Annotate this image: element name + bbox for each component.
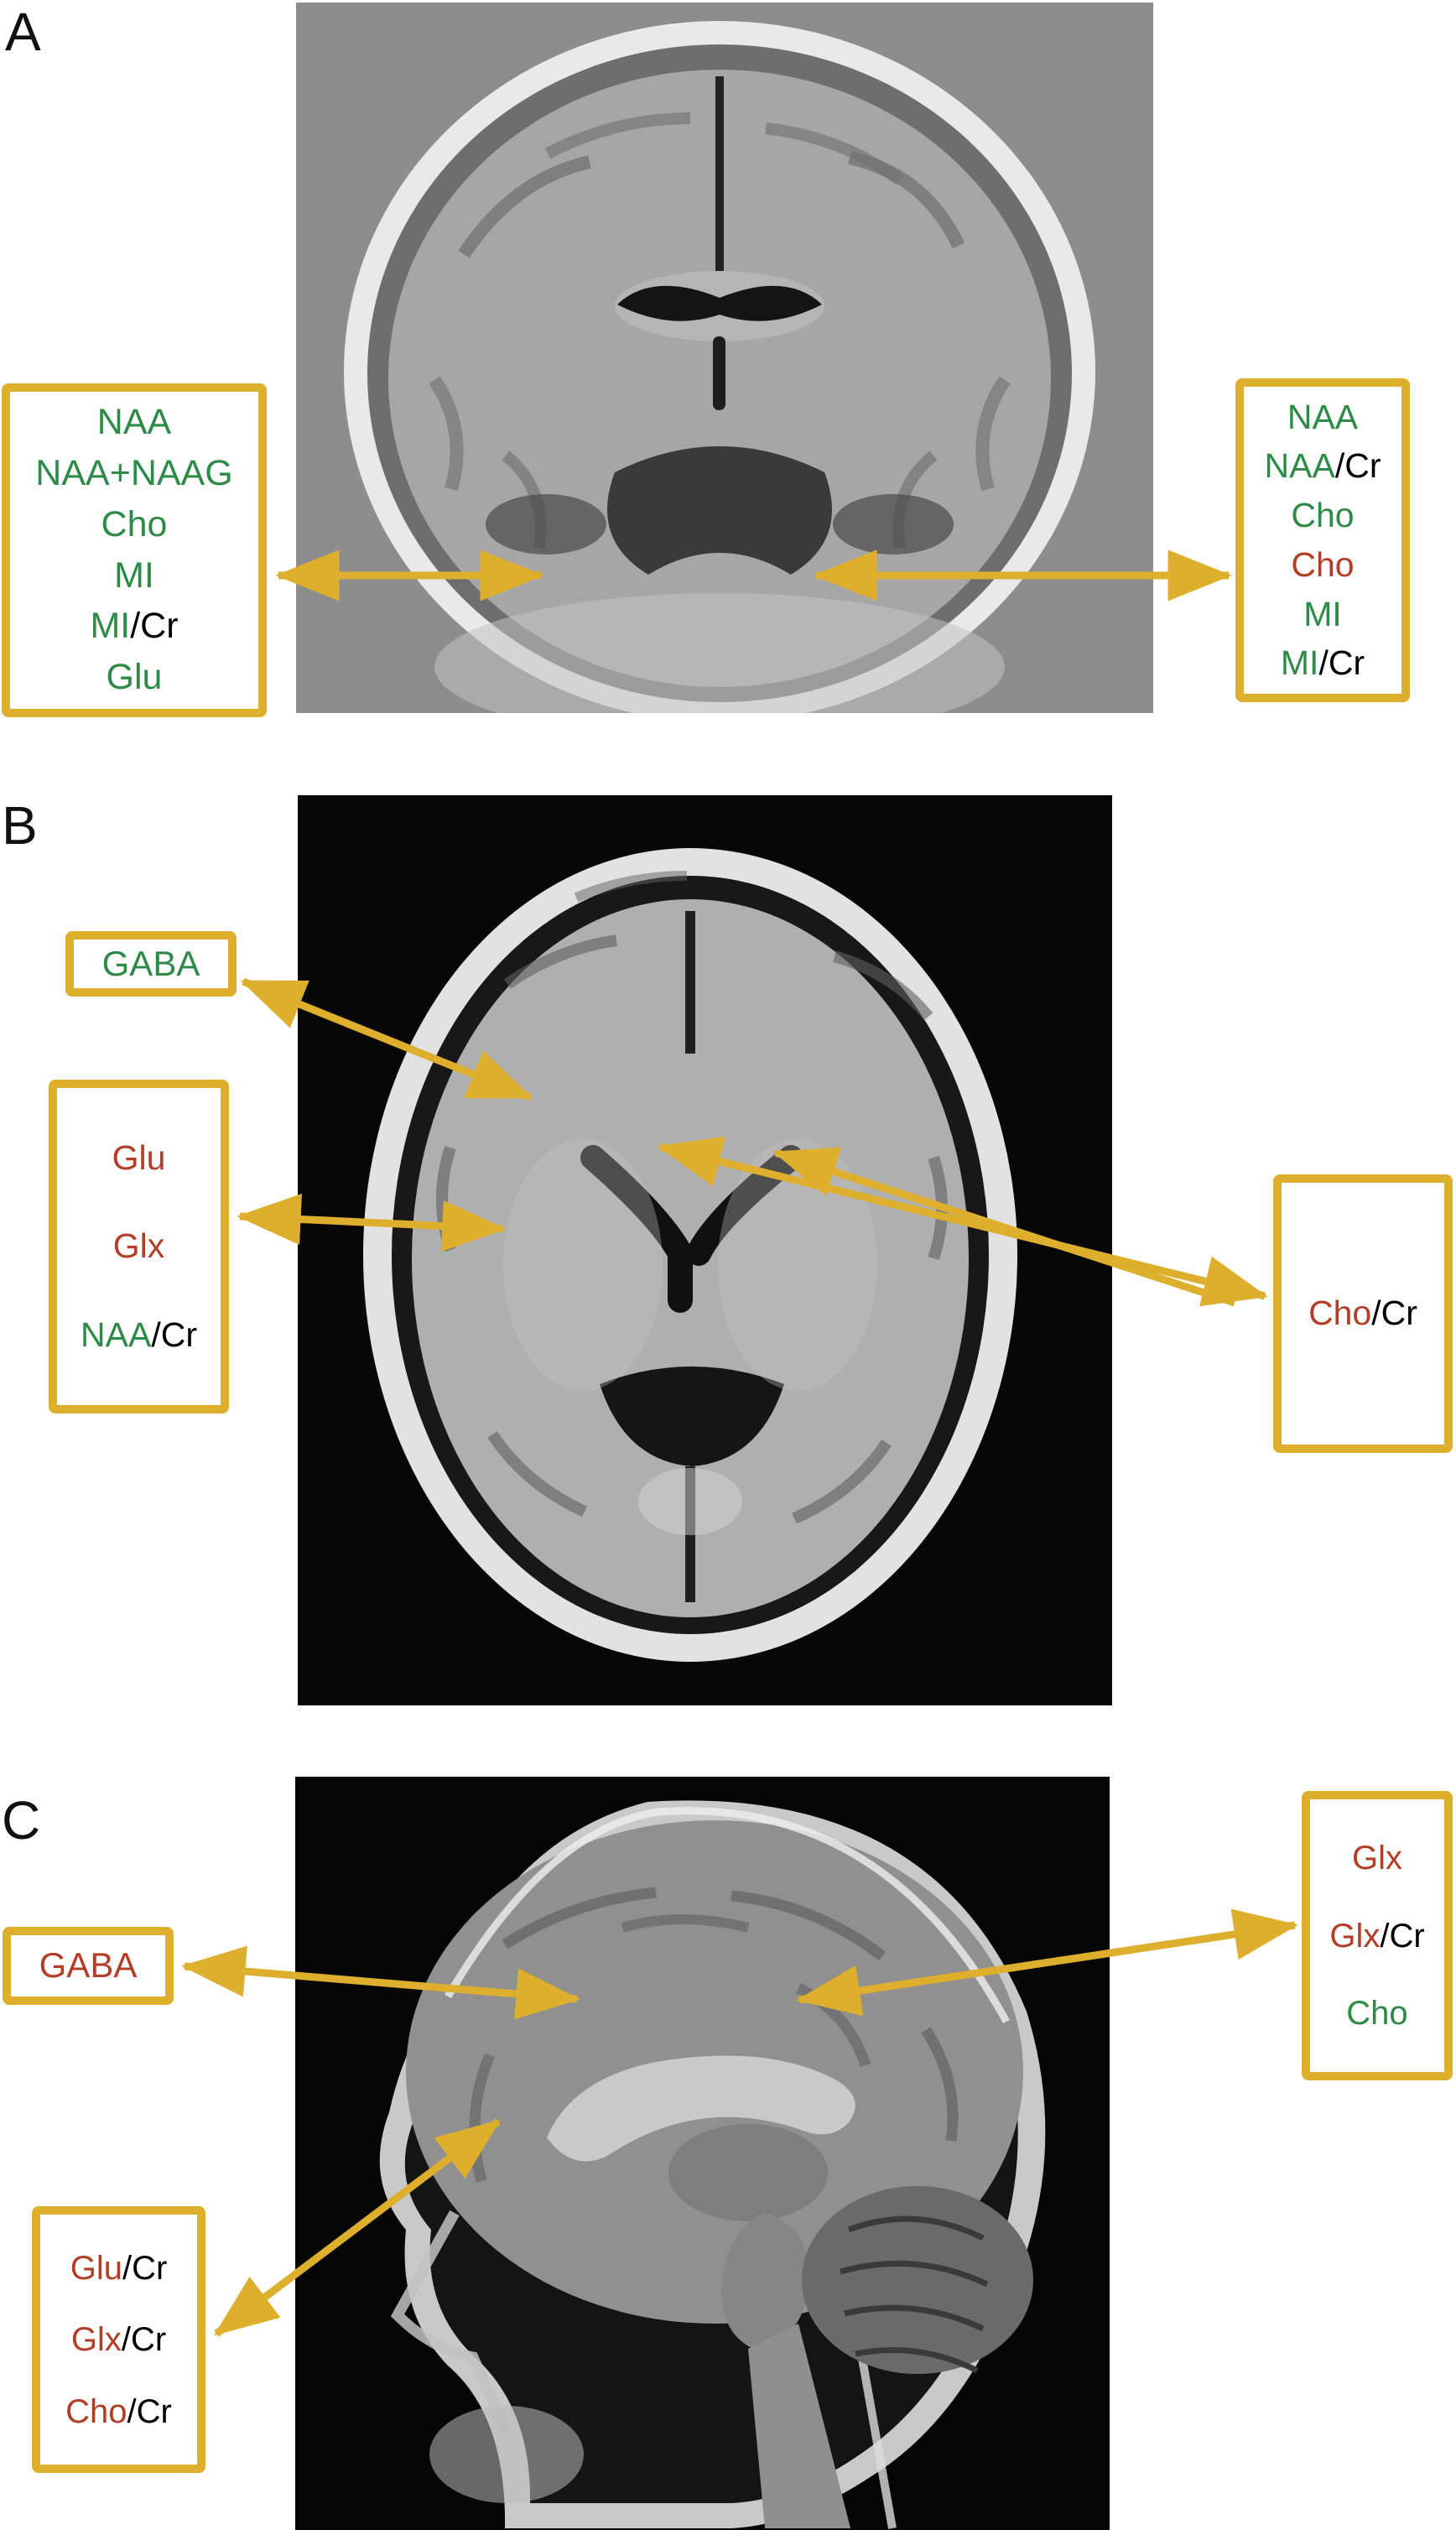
metabolite-text: MI: [1303, 594, 1342, 633]
panel-c-gaba-box: GABA: [3, 1927, 174, 2005]
metabolite-line: Glu/Cr: [70, 2250, 168, 2287]
metabolite-line: GABA: [39, 1946, 138, 1985]
metabolite-line: MI: [114, 554, 154, 596]
axial-brain-graphic: [298, 795, 1112, 1705]
metabolite-text: Cho: [1346, 1994, 1408, 2032]
metabolite-text: /Cr: [121, 2321, 167, 2358]
metabolite-text: Cho: [1291, 496, 1355, 535]
metabolite-text: Glx: [112, 1226, 165, 1266]
metabolite-line: Glu: [107, 658, 163, 697]
metabolite-text: NAA: [1287, 397, 1359, 436]
metabolite-text: Glx: [70, 2321, 122, 2358]
panel-b-letter: B: [2, 795, 38, 856]
metabolite-text: /Cr: [151, 1315, 197, 1355]
panel-b-gaba-box: GABA: [65, 931, 237, 997]
metabolite-text: NAA: [1264, 446, 1335, 486]
metabolite-text: Glu: [112, 1137, 166, 1177]
metabolite-line: NAA: [97, 403, 171, 442]
metabolite-line: Glx/Cr: [1329, 1918, 1424, 1955]
metabolite-line: NAA/Cr: [81, 1316, 197, 1354]
coronal-mri-image: [296, 3, 1153, 713]
coronal-brain-graphic: [296, 3, 1153, 713]
metabolite-text: Glx: [1329, 1917, 1381, 1955]
metabolite-text: Cho: [101, 503, 168, 544]
metabolite-line: MI/Cr: [90, 606, 178, 646]
metabolite-line: NAA+NAAG: [35, 454, 232, 493]
metabolite-line: MI/Cr: [1281, 644, 1365, 682]
metabolite-text: Cho: [1308, 1294, 1372, 1333]
metabolite-text: NAA+NAAG: [35, 453, 233, 494]
sagittal-mri-image: [295, 1777, 1110, 2530]
metabolite-text: /Cr: [122, 2249, 168, 2287]
metabolite-text: /Cr: [1334, 446, 1381, 486]
metabolite-line: Cho: [1346, 1995, 1407, 2032]
panel-b-right-metabolite-box: Cho/Cr: [1273, 1174, 1453, 1453]
metabolite-line: MI: [1303, 594, 1342, 633]
metabolite-line: Cho: [1291, 497, 1354, 534]
metabolite-text: MI: [1280, 643, 1319, 683]
metabolite-text: GABA: [101, 943, 200, 983]
metabolite-text: /Cr: [1371, 1294, 1417, 1333]
metabolite-line: Glx: [1352, 1840, 1402, 1877]
metabolite-text: MI: [90, 606, 131, 647]
metabolite-text: NAA: [96, 402, 172, 443]
metabolite-text: Glu: [70, 2249, 122, 2287]
panel-c-letter: C: [2, 1790, 41, 1851]
metabolite-text: MI: [114, 554, 154, 596]
metabolite-line: GABA: [101, 943, 200, 983]
metabolite-text: NAA: [81, 1315, 152, 1355]
metabolite-line: NAA/Cr: [1265, 447, 1381, 485]
metabolite-text: /Cr: [130, 606, 179, 647]
metabolite-text: GABA: [39, 1945, 138, 1986]
metabolite-text: Cho: [1291, 544, 1355, 584]
metabolite-line: NAA: [1287, 398, 1358, 436]
metabolite-text: Glu: [106, 657, 163, 698]
metabolite-line: Cho: [101, 503, 168, 544]
metabolite-text: Glx: [1352, 1840, 1402, 1877]
metabolite-text: Cho: [65, 2392, 127, 2430]
metabolite-text: /Cr: [127, 2392, 172, 2430]
panel-a-letter: A: [5, 2, 41, 62]
sagittal-brain-graphic: [295, 1777, 1110, 2530]
axial-mri-image: [298, 795, 1112, 1705]
metabolite-line: Cho: [1291, 544, 1355, 584]
metabolite-text: /Cr: [1318, 643, 1365, 683]
metabolite-line: Cho/Cr: [65, 2393, 172, 2430]
metabolite-line: Glx: [113, 1227, 165, 1265]
metabolite-text: /Cr: [1380, 1917, 1425, 1955]
metabolite-line: Cho/Cr: [1308, 1294, 1417, 1332]
metabolite-line: Glu: [112, 1137, 166, 1177]
metabolite-line: Glx/Cr: [71, 2321, 166, 2358]
